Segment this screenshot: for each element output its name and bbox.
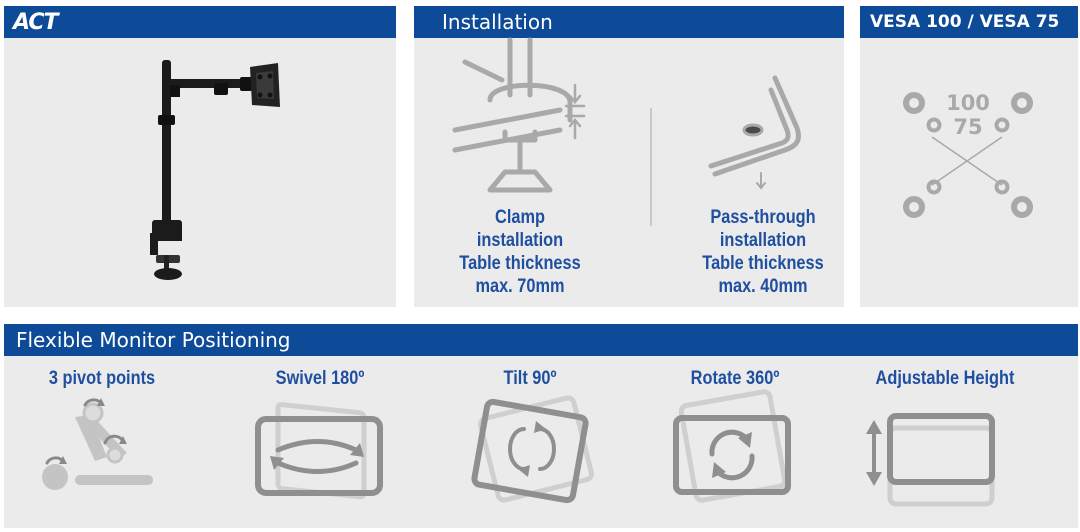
vesa-panel [860,6,1078,307]
feature-label-swivel: Swivel 180º [275,368,365,389]
monitor-arm-icon [150,60,280,280]
clamp-caption-line1: Clamp [495,207,545,228]
feature-label-pivot: 3 pivot points [48,368,156,389]
positioning-title: Flexible Monitor Positioning [16,328,291,352]
clamp-caption-line3: Table thickness [459,253,581,274]
vesa-pattern-icon: 100 75 [903,91,1033,218]
tilt-icon [471,395,594,504]
feature-label-height: Adjustable Height [875,368,1015,389]
product-panel [4,6,396,307]
vesa-title: VESA 100 / VESA 75 [870,12,1060,32]
pass-through-caption-line4: max. 40mm [718,276,808,297]
rotate-icon [673,389,791,503]
pass-through-caption-line1: Pass-through [710,207,816,228]
feature-label-tilt: Tilt 90º [503,368,557,389]
installation-header: Installation [414,6,844,38]
vesa-75-label: 75 [953,115,982,139]
pass-through-caption-line2: installation [719,230,807,251]
pass-through-installation-icon [708,75,801,190]
pass-through-caption-line3: Table thickness [702,253,824,274]
pass-through-caption: Pass-through installation Table thicknes… [694,206,832,298]
clamp-installation-icon [452,37,586,193]
brand-bar: ACT [4,6,396,38]
act-logo: ACT [13,10,59,35]
clamp-caption-line2: installation [476,230,564,251]
installation-divider [650,108,652,226]
vesa-header: VESA 100 / VESA 75 [860,6,1078,38]
clamp-caption-line4: max. 70mm [475,276,565,297]
positioning-header: Flexible Monitor Positioning [4,324,1078,356]
installation-title: Installation [442,10,553,34]
vesa-100-label: 100 [946,91,990,115]
height-icon [866,413,995,507]
clamp-caption: Clamp installation Table thickness max. … [451,206,589,298]
feature-label-rotate: Rotate 360º [690,368,780,389]
pivot-points-icon [42,398,153,490]
swivel-icon [255,402,383,500]
